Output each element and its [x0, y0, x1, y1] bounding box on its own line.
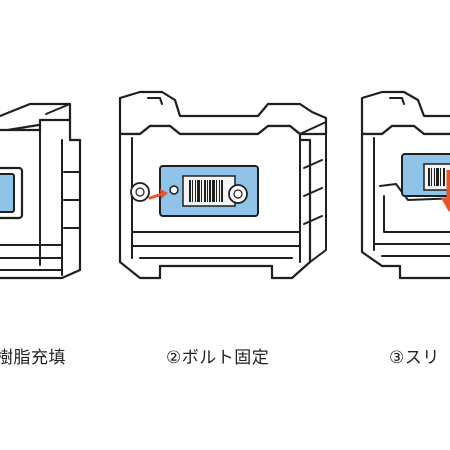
resin-window-panel [0, 173, 15, 213]
bolt-left [130, 182, 150, 202]
bolt-hole [169, 185, 179, 195]
insert-arrow [148, 192, 164, 200]
barcode-bars [189, 180, 223, 202]
step-1-caption: 樹脂充填 [0, 348, 66, 368]
step-3-caption: ③スリ [389, 348, 440, 368]
block-step-3 [360, 90, 450, 280]
block-step-1 [0, 102, 82, 280]
block-step-2 [118, 90, 328, 280]
bolt-right [228, 184, 248, 204]
step-2-caption: ②ボルト固定 [166, 348, 270, 368]
barcode-bars [428, 168, 445, 186]
